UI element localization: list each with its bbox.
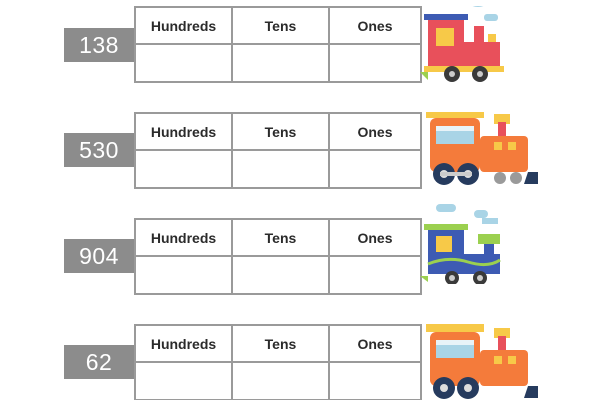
number-label: 62 bbox=[64, 345, 134, 379]
ones-header: Ones bbox=[328, 324, 422, 363]
number-label: 904 bbox=[64, 239, 134, 273]
tens-cell[interactable] bbox=[231, 43, 330, 83]
tens-header: Tens bbox=[231, 218, 330, 257]
tens-header: Tens bbox=[231, 324, 330, 363]
hundreds-cell[interactable] bbox=[134, 361, 233, 400]
hundreds-cell[interactable] bbox=[134, 255, 233, 295]
place-value-table: Hundreds Tens Ones bbox=[134, 324, 422, 400]
tens-cell[interactable] bbox=[231, 149, 330, 189]
place-value-row: 530 Hundreds Tens Ones bbox=[0, 112, 600, 202]
tens-header: Tens bbox=[231, 112, 330, 151]
place-value-row: 904 Hundreds Tens Ones bbox=[0, 204, 600, 308]
tens-header: Tens bbox=[231, 6, 330, 45]
orange-train-icon bbox=[426, 324, 538, 399]
orange-train-icon bbox=[426, 112, 538, 185]
place-value-row: 138 Hundreds Tens Ones bbox=[0, 6, 600, 96]
tens-cell[interactable] bbox=[231, 361, 330, 400]
hundreds-header: Hundreds bbox=[134, 324, 233, 363]
blue-train-icon bbox=[420, 204, 501, 284]
place-value-row: 62 Hundreds Tens Ones bbox=[0, 324, 600, 400]
place-value-table: Hundreds Tens Ones bbox=[134, 218, 422, 295]
hundreds-header: Hundreds bbox=[134, 112, 233, 151]
ones-cell[interactable] bbox=[328, 43, 422, 83]
ones-header: Ones bbox=[328, 6, 422, 45]
hundreds-cell[interactable] bbox=[134, 43, 233, 83]
place-value-table: Hundreds Tens Ones bbox=[134, 6, 422, 83]
ones-cell[interactable] bbox=[328, 149, 422, 189]
ones-header: Ones bbox=[328, 112, 422, 151]
tens-cell[interactable] bbox=[231, 255, 330, 295]
hundreds-header: Hundreds bbox=[134, 218, 233, 257]
ones-cell[interactable] bbox=[328, 361, 422, 400]
number-label: 138 bbox=[64, 28, 134, 62]
red-train-icon bbox=[420, 6, 504, 82]
hundreds-header: Hundreds bbox=[134, 6, 233, 45]
ones-cell[interactable] bbox=[328, 255, 422, 295]
ones-header: Ones bbox=[328, 218, 422, 257]
place-value-table: Hundreds Tens Ones bbox=[134, 112, 422, 189]
hundreds-cell[interactable] bbox=[134, 149, 233, 189]
number-label: 530 bbox=[64, 133, 134, 167]
